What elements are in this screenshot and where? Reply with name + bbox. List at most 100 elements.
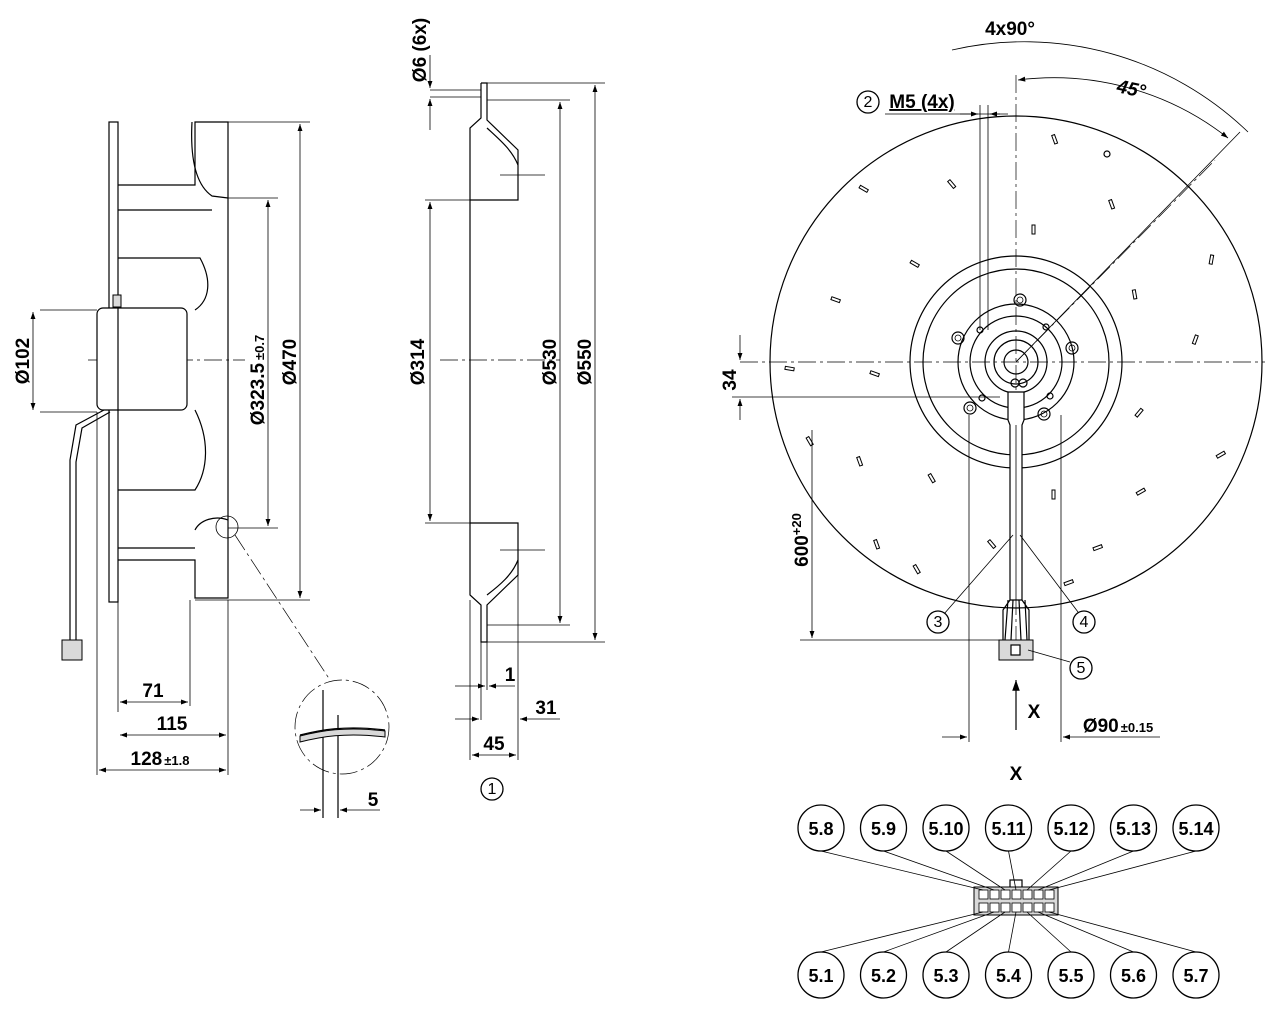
leader-5 — [1027, 649, 1071, 663]
item-label-4: 4 — [1080, 614, 1089, 631]
side-blade-lines — [118, 209, 212, 311]
side-blade-top — [191, 121, 229, 199]
connector-pin-bottom — [1000, 902, 1011, 913]
label-d550: Ø550 — [575, 339, 596, 385]
connector-title: X — [1010, 764, 1023, 785]
pin-label: 5.2 — [871, 966, 896, 986]
side-cable — [69, 409, 105, 640]
pin-label: 5.14 — [1178, 819, 1213, 839]
label-71: 71 — [142, 681, 164, 702]
pin-label: 5.9 — [871, 819, 896, 839]
detail-blade — [299, 727, 386, 736]
pin-bubble — [984, 951, 1033, 999]
pin-leader — [1037, 911, 1134, 953]
arc-4x90 — [951, 41, 1249, 133]
side-blade-lines-low — [118, 409, 229, 549]
pin-bubble — [1109, 951, 1158, 999]
pin-label: 5.4 — [996, 966, 1021, 986]
label-115: 115 — [157, 714, 188, 735]
side-connector — [61, 639, 83, 661]
pin-bubble — [1047, 804, 1095, 852]
label-600: 600+20 — [789, 513, 813, 567]
connector-pin-bottom — [978, 902, 989, 913]
connector-pin-top — [989, 889, 1000, 900]
pin-label: 5.13 — [1116, 819, 1151, 839]
pin-label: 5.12 — [1053, 819, 1088, 839]
pin-bubble — [1172, 804, 1220, 852]
side-view: Ø102 Ø323.5±0.7 Ø470 71 115 128±1.8 5 — [13, 121, 390, 818]
label-d90: Ø90±0.15 — [1083, 716, 1153, 737]
pin-label: 5.3 — [933, 966, 958, 986]
ring-profile — [469, 82, 519, 643]
label-31: 31 — [535, 698, 557, 719]
connector-pin-bottom — [1022, 902, 1033, 913]
connector-pin-top — [1044, 889, 1055, 900]
item-label-3: 3 — [934, 614, 943, 631]
pin-bubble — [859, 804, 908, 852]
pin-bubble — [1109, 804, 1158, 852]
pin-leader — [820, 911, 984, 953]
front-slots — [784, 133, 1227, 587]
pin-bubble — [797, 804, 845, 852]
detail-blade-fill — [299, 728, 386, 743]
pin-label: 5.7 — [1183, 966, 1208, 986]
connector-pin-top — [1000, 889, 1011, 900]
side-motor — [96, 307, 188, 411]
side-motor-terminal — [112, 294, 122, 308]
leader-4 — [1019, 534, 1079, 613]
front-bolts — [951, 150, 1111, 421]
pin-bubble — [859, 951, 908, 999]
detail-leader — [234, 534, 331, 681]
pin-leader — [883, 911, 995, 953]
item-bubble-4 — [1072, 610, 1096, 634]
ring-curve-bottom — [486, 559, 519, 596]
label-45: 45 — [483, 734, 505, 755]
connector-pin-bottom — [1044, 902, 1055, 913]
label-d530: Ø530 — [540, 339, 561, 385]
connector-pin-bottom — [1011, 902, 1022, 913]
arc-45 — [1017, 76, 1229, 139]
detail-circle — [294, 679, 390, 775]
label-4x90: 4x90° — [985, 19, 1035, 40]
front-shaft — [1003, 349, 1029, 375]
front-hub-4 — [993, 339, 1039, 385]
pin-bubble — [984, 804, 1033, 852]
connector-pin-top — [978, 889, 989, 900]
pin-leader — [1048, 911, 1197, 953]
pin-leader — [1026, 850, 1072, 891]
connector-pin-top — [1011, 889, 1022, 900]
pin-leader — [820, 850, 984, 891]
pin-bubble — [922, 951, 970, 999]
ring-view: Ø6 (6x) Ø314 Ø530 Ø550 1 31 45 1 — [408, 18, 605, 801]
label-view-x: X — [1028, 702, 1041, 723]
leader-3 — [943, 534, 1014, 615]
label-d323: Ø323.5±0.7 — [248, 335, 269, 426]
pin-leader — [945, 911, 1006, 953]
connector-pin-top — [1033, 889, 1044, 900]
detail-marker — [215, 515, 239, 539]
item-bubble-5 — [1069, 656, 1093, 680]
connector-pin-bottom — [1033, 902, 1044, 913]
pin-leader — [945, 850, 1006, 891]
pin-leader — [883, 850, 995, 891]
pin-bubble — [797, 951, 845, 999]
label-1: 1 — [505, 665, 516, 686]
side-impeller-outline — [118, 121, 229, 599]
ring-curve-top — [486, 127, 519, 166]
label-d102: Ø102 — [13, 338, 34, 384]
ring-profile-top — [469, 83, 482, 200]
pin-bubble — [922, 804, 970, 852]
pin-leader — [1037, 850, 1134, 891]
pin-label: 5.10 — [928, 819, 963, 839]
ext-line-45 — [1015, 131, 1241, 363]
front-centerline-45 — [1015, 159, 1216, 363]
front-view: 4x90° 45° 2 M5 (4x) 34 600+20 3 4 5 — [720, 19, 1265, 742]
label-d470: Ø470 — [280, 339, 301, 385]
connector-pin-bottom — [989, 902, 1000, 913]
pin-label: 5.5 — [1058, 966, 1083, 986]
pin-leader — [1048, 850, 1197, 891]
pin-bubble — [1172, 951, 1220, 999]
